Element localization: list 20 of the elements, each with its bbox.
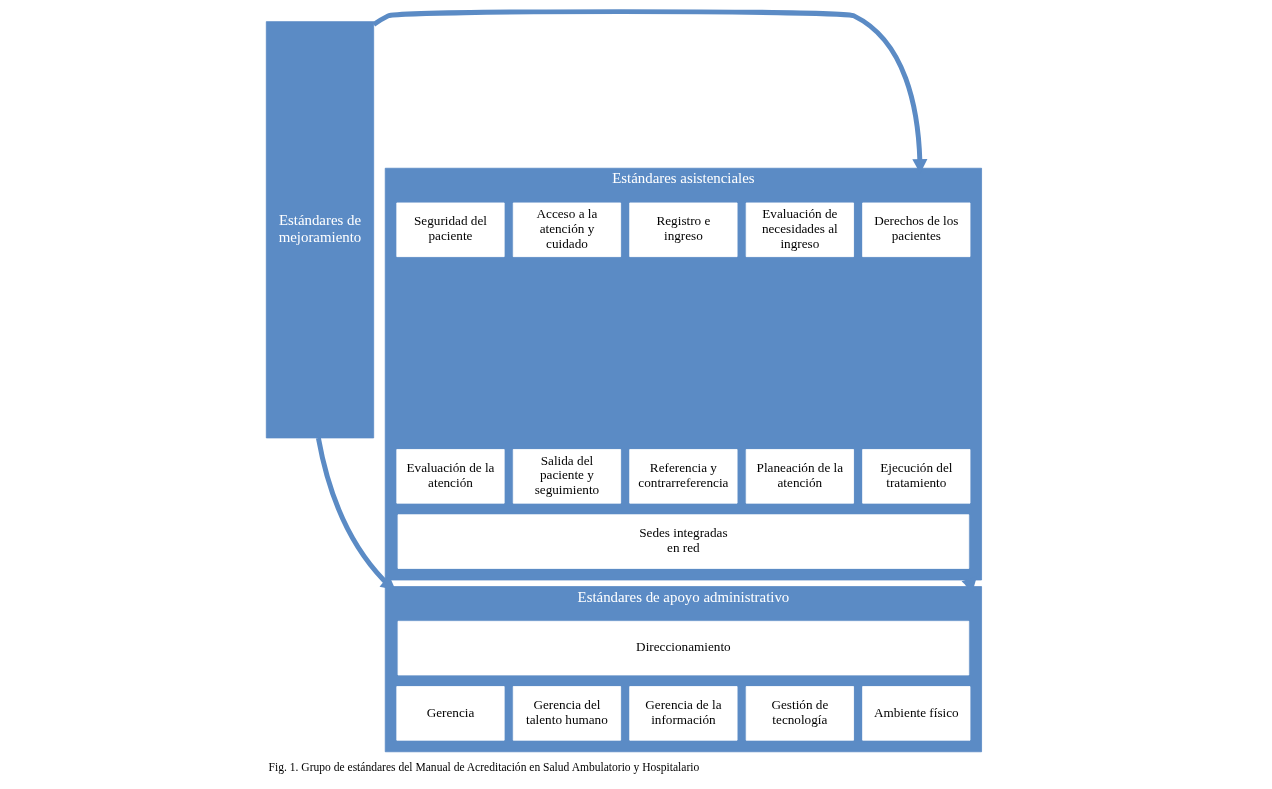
node-box: Planeación de la atención: [745, 449, 854, 504]
node-box: Acceso a la atención y cuidado: [512, 202, 621, 258]
caption: Fig. 1. Grupo de estándares del Manual de Acreditación en Salud Ambulatorio y Hospitalario: [268, 760, 699, 774]
node-box: Sedes integradas en red: [397, 514, 969, 569]
node-box: Evaluación de la atención: [395, 449, 505, 504]
node-box: Registro e ingreso: [628, 202, 737, 258]
node-box: Derechos de los pacientes: [861, 202, 970, 258]
node-box: Salida del paciente y seguimiento: [512, 449, 621, 504]
node-box: Gestión de tecnología: [745, 686, 854, 741]
node-box: Referencia y contrarreferencia: [628, 449, 737, 504]
node-box: Gerencia del talento humano: [512, 686, 621, 741]
node-box: Gerencia: [395, 686, 505, 741]
node-box: Gerencia de la información: [628, 686, 737, 741]
node-box: Ejecución del tratamiento: [861, 449, 970, 504]
node-box: Evaluación de necesidades al ingreso: [745, 202, 854, 258]
node-box: Estándares de mejoramiento: [265, 21, 374, 439]
node-box: Ambiente físico: [861, 686, 970, 741]
node-box: Direccionamiento: [397, 620, 969, 676]
arrow: [315, 437, 396, 590]
node-box: Seguridad del paciente: [395, 202, 505, 258]
